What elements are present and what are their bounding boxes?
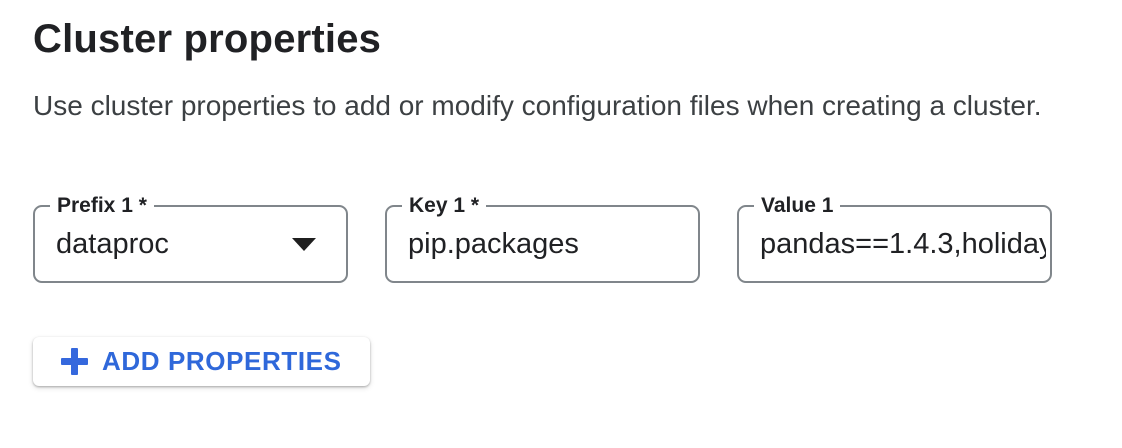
value-input[interactable]: Value 1 pandas==1.4.3,holiday: [737, 194, 1052, 283]
key-input[interactable]: Key 1 * pip.packages: [385, 194, 700, 283]
value-value: pandas==1.4.3,holiday: [760, 227, 1046, 260]
prefix-select[interactable]: Prefix 1 * dataproc: [33, 194, 348, 283]
add-properties-button[interactable]: ADD PROPERTIES: [33, 337, 370, 386]
cluster-properties-section: Cluster properties Use cluster propertie…: [0, 16, 1122, 386]
page-title: Cluster properties: [33, 17, 382, 61]
plus-icon: [61, 348, 88, 375]
page-description: Use cluster properties to add or modify …: [33, 90, 1042, 121]
property-row-1: Prefix 1 * dataproc Key 1 * pip.packages…: [33, 194, 1122, 283]
arrow-drop-down-icon: [292, 238, 316, 251]
key-value: pip.packages: [408, 227, 579, 260]
add-properties-label: ADD PROPERTIES: [102, 346, 342, 376]
prefix-label: Prefix 1 *: [50, 194, 154, 218]
value-label: Value 1: [754, 194, 841, 218]
prefix-value: dataproc: [56, 227, 169, 260]
key-label: Key 1 *: [402, 194, 487, 218]
